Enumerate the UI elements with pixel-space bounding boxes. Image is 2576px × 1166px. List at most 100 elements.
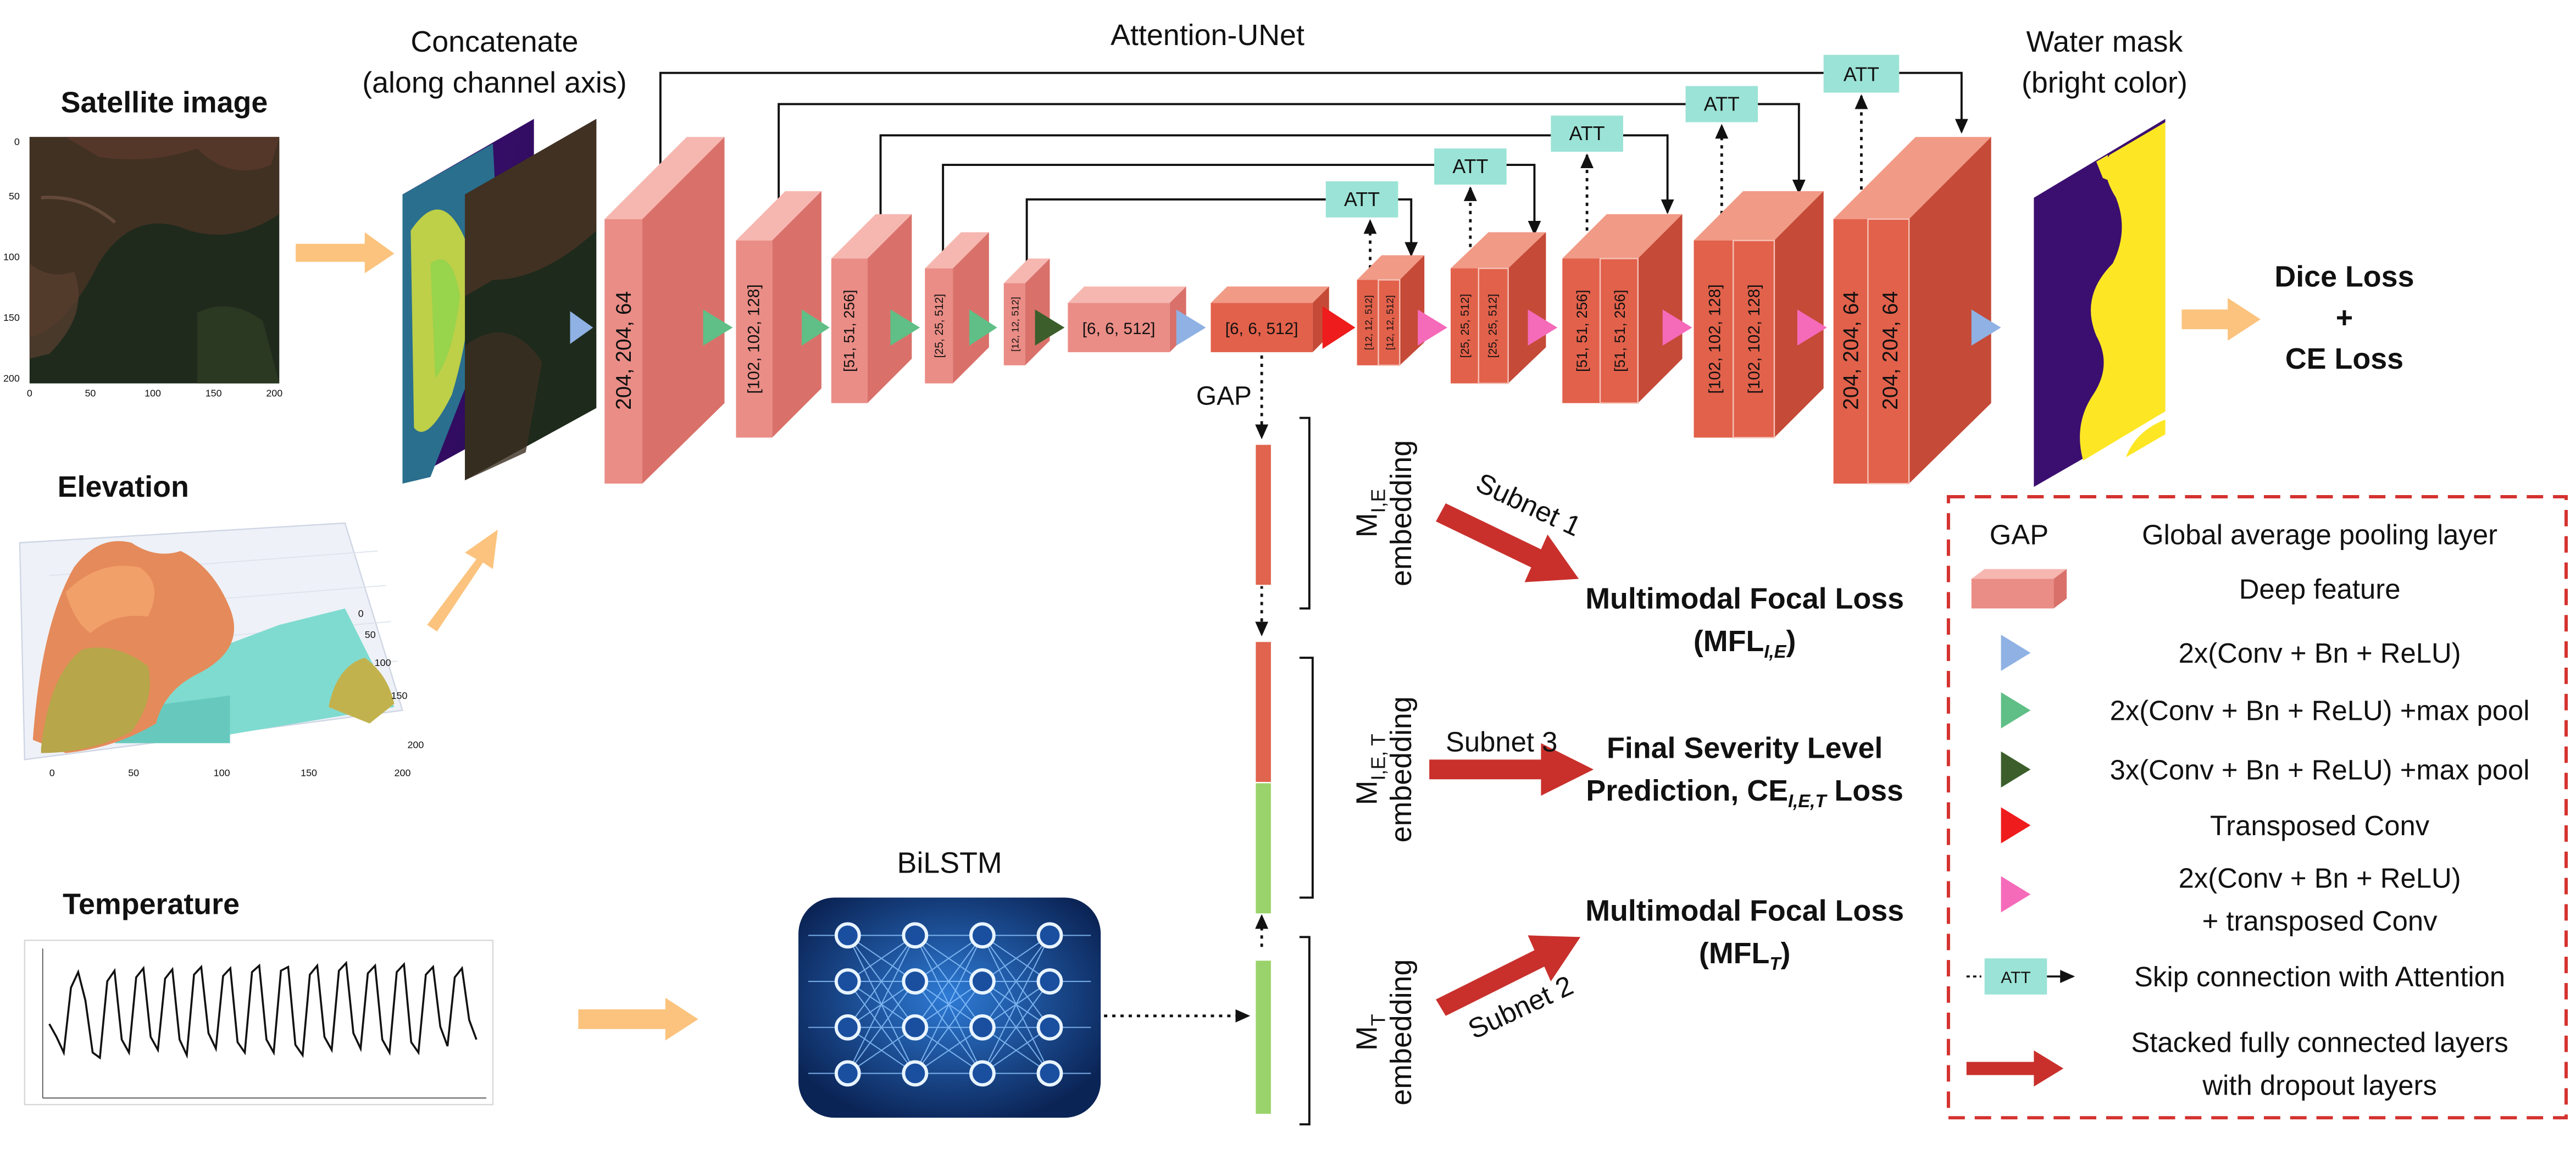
unet-title: Attention-UNet xyxy=(1111,19,1304,52)
legend-gap-desc: Global average pooling layer xyxy=(2142,519,2497,551)
encoder-block-6 xyxy=(1068,286,1186,352)
mfl-ie-line1: Multimodal Focal Loss xyxy=(1585,582,1904,615)
sat-y-tick: 200 xyxy=(3,373,20,384)
sat-x-tick: 150 xyxy=(206,388,222,399)
elev-side-tick: 100 xyxy=(375,657,391,668)
legend-deep-feature-swatch xyxy=(1971,569,2067,609)
conv-marker xyxy=(570,311,593,344)
skip-line-level4 xyxy=(942,164,1435,256)
emb-ie-word: embedding xyxy=(1385,440,1418,586)
legend-transposed-marker xyxy=(2001,807,2031,843)
conv3-pool-marker xyxy=(1035,309,1065,346)
decoder-label-1a: [12, 12, 512] xyxy=(1363,295,1374,350)
skip-line-level1 xyxy=(659,71,1824,175)
mask-to-loss-arrow xyxy=(2181,298,2261,341)
legend-conv-trans-marker xyxy=(2001,876,2031,913)
embedding-ie-label: MI,E embedding xyxy=(1350,440,1418,586)
nn-node xyxy=(834,1014,861,1041)
att-label: ATT xyxy=(1344,188,1380,210)
nn-node xyxy=(969,968,996,995)
emb-ie-main: M xyxy=(1350,513,1383,537)
elev-x-tick: 200 xyxy=(395,767,411,778)
satellite-to-concat-arrow xyxy=(296,232,395,274)
conv-trans-marker xyxy=(1662,309,1692,346)
encoder-block-2 xyxy=(736,191,821,438)
legend-conv2-pool: 2x(Conv + Bn + ReLU) +max pool xyxy=(2110,695,2530,726)
sat-x-tick: 200 xyxy=(266,388,282,399)
sat-x-tick: 0 xyxy=(27,388,32,399)
elevation-plot xyxy=(19,522,404,760)
mfl-t-suffix: ) xyxy=(1780,937,1790,970)
emb-iet-sub: I,E, T xyxy=(1367,734,1389,780)
final-line2: Prediction, CEI,E,T Loss xyxy=(1586,774,1903,811)
skip-line-level1-out xyxy=(1899,71,1968,134)
legend-fc-arrow xyxy=(1966,1050,2064,1087)
mfl-t-prefix: (MFL xyxy=(1699,937,1769,970)
skip-line-level2 xyxy=(778,103,1686,213)
att-label: ATT xyxy=(1844,64,1879,86)
input-arrows xyxy=(296,232,698,1041)
emb-t-sub: T xyxy=(1367,1014,1389,1026)
encoder-label-5: [12, 12, 512] xyxy=(1010,297,1021,352)
embedding-t-bar xyxy=(1254,959,1273,1115)
encoder-blocks: 204, 204, 64 [102, 102, 128] [51, 51, 25… xyxy=(604,137,1186,484)
embedding-bars xyxy=(1254,443,1273,1115)
embedding-t-label: MT embedding xyxy=(1350,959,1418,1106)
elev-side-tick: 150 xyxy=(391,690,408,701)
nn-node xyxy=(834,922,861,949)
elevation-title: Elevation xyxy=(58,470,189,503)
encoder-label-1: 204, 204, 64 xyxy=(612,291,636,410)
subnet2-arrow xyxy=(1436,935,1581,1016)
encoder-label-6: [6, 6, 512] xyxy=(1082,320,1156,338)
bilstm-network-icon xyxy=(798,897,1101,1118)
plus-label: + xyxy=(2336,301,2353,334)
legend-conv2-trans-2: + transposed Conv xyxy=(2202,905,2438,936)
nn-node xyxy=(834,968,861,995)
embedding-iet-label: MI,E, T embedding xyxy=(1350,696,1418,842)
skip-line-level4-out xyxy=(1506,164,1541,236)
decoder-block-5 xyxy=(1833,137,1991,485)
concat-title-line1: Concatenate xyxy=(410,25,578,58)
legend-conv-pool-marker xyxy=(2001,692,2031,729)
temperature-plot xyxy=(24,940,494,1106)
svg-text:MI,E, T: MI,E, T xyxy=(1350,734,1389,805)
nn-node xyxy=(969,1014,996,1041)
sat-x-tick: 50 xyxy=(85,388,96,399)
final-line1: Final Severity Level xyxy=(1607,731,1883,764)
decoder-label-5a: 204, 204, 64 xyxy=(1839,291,1863,410)
conv-marker xyxy=(1176,309,1206,346)
sat-y-tick: 150 xyxy=(3,312,20,323)
elevation-axis: 0 50 100 150 200 0 50 100 150 200 xyxy=(49,608,424,778)
emb-t-word: embedding xyxy=(1385,959,1418,1106)
conv-pool-marker xyxy=(890,309,920,346)
conv-marker xyxy=(1971,309,2001,346)
legend-fc-2: with dropout layers xyxy=(2202,1069,2436,1101)
skip-line-level3 xyxy=(879,134,1551,231)
embedding-brackets xyxy=(1299,417,1314,1126)
nn-node xyxy=(1036,968,1063,995)
conv-pool-marker xyxy=(703,309,733,346)
skip-line-level3-out xyxy=(1623,134,1674,214)
att-box-level4 xyxy=(1434,148,1507,185)
mfl-ie-prefix: (MFL xyxy=(1694,625,1764,658)
conv-trans-marker xyxy=(1418,309,1448,346)
legend-gap-key: GAP xyxy=(1990,519,2048,551)
elev-x-tick: 50 xyxy=(128,767,139,778)
legend-att-key: ATT xyxy=(2001,969,2030,987)
sat-y-tick: 0 xyxy=(14,136,20,147)
decoder-blocks: [12, 12, 512] [12, 12, 512] [25, 25, 512… xyxy=(1357,137,1991,485)
att-box-level3 xyxy=(1551,115,1623,152)
nn-node xyxy=(902,1014,929,1041)
embedding-iet-red-bar xyxy=(1254,640,1273,784)
encoder-block-1 xyxy=(604,137,725,484)
encoder-block-3 xyxy=(831,214,912,403)
attention-gates: ATT ATT ATT ATT ATT xyxy=(1325,54,1900,218)
operation-markers xyxy=(570,306,2001,349)
satellite-title: Satellite image xyxy=(61,86,268,119)
mfl-t-sub: T xyxy=(1769,953,1782,974)
subnet-arrows xyxy=(1429,503,1594,1016)
temperature-line xyxy=(48,960,478,1060)
embedding-ie-bar xyxy=(1254,443,1273,586)
ce-loss-label: CE Loss xyxy=(2285,342,2403,375)
encoder-label-4: [25, 25, 512] xyxy=(933,294,946,358)
